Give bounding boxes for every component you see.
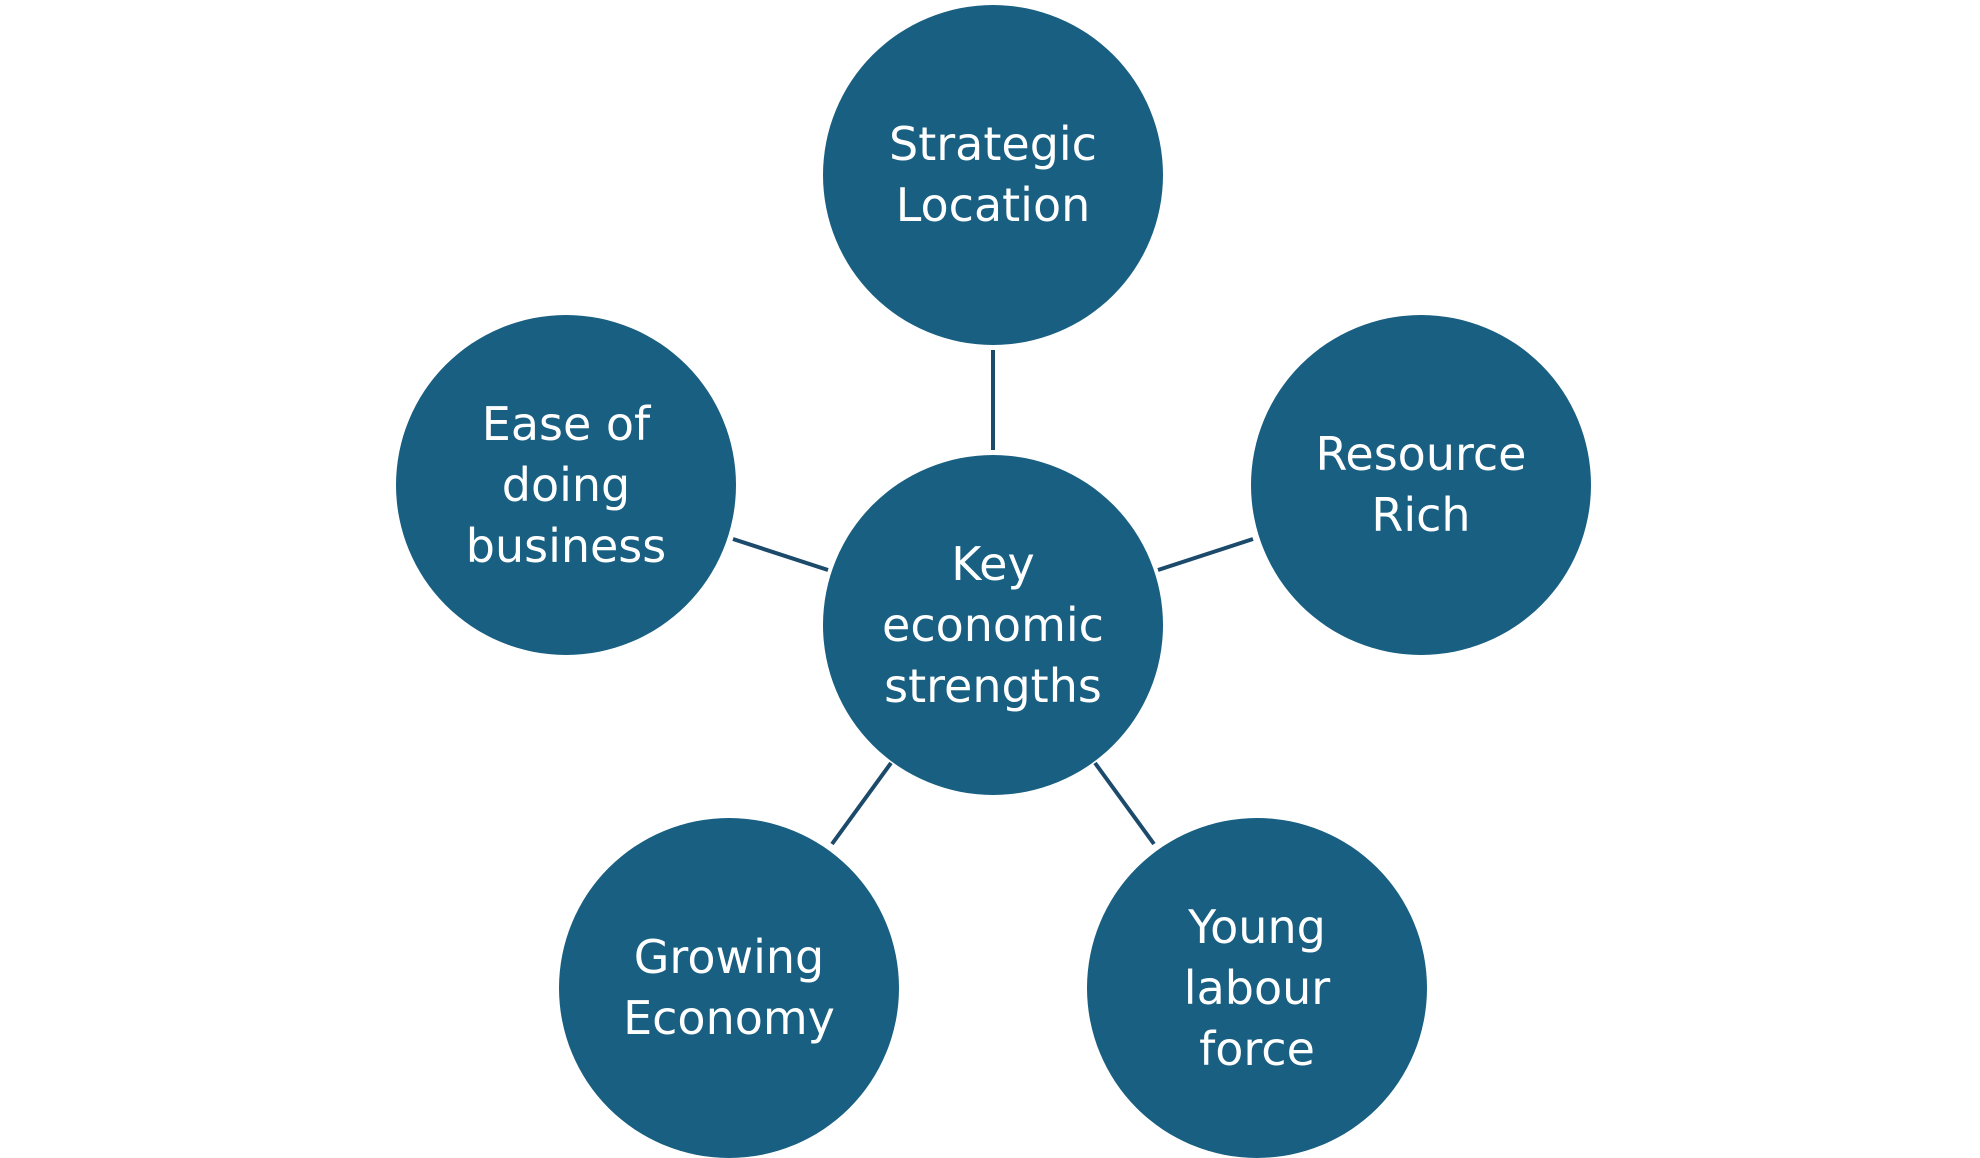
node-center-key-economic-strengths: Key economic strengths xyxy=(823,455,1163,795)
node-ease-of-doing-business: Ease of doing business xyxy=(396,315,736,655)
connector-young-labour-force xyxy=(1093,761,1156,846)
node-label-line: Rich xyxy=(1371,488,1471,542)
node-label-line: doing xyxy=(501,457,631,512)
node-growing-economy: Growing Economy xyxy=(559,818,899,1158)
connector-ease-of-doing-business xyxy=(732,537,829,572)
node-label-line: Ease of xyxy=(481,396,651,451)
node-resource-rich: Resource Rich xyxy=(1251,315,1591,655)
node-label: Young labour force xyxy=(1184,897,1330,1080)
node-strategic-location: Strategic Location xyxy=(823,5,1163,345)
node-label: Growing Economy xyxy=(623,927,835,1049)
node-label-line: Economy xyxy=(623,991,835,1045)
node-label-line: Young xyxy=(1188,899,1326,954)
node-label-line: Growing xyxy=(633,930,825,984)
node-label: Ease of doing business xyxy=(466,394,667,577)
node-label: Strategic Location xyxy=(889,114,1097,236)
node-young-labour-force: Young labour force xyxy=(1087,818,1427,1158)
node-label-line: strengths xyxy=(884,658,1102,713)
node-label-line: Strategic xyxy=(889,117,1097,171)
connector-growing-economy xyxy=(830,761,893,846)
node-label-line: Resource xyxy=(1315,427,1527,481)
node-label-line: Location xyxy=(895,178,1091,232)
node-label-line: labour xyxy=(1183,960,1331,1015)
node-label-line: force xyxy=(1199,1021,1315,1076)
node-label: Resource Rich xyxy=(1316,424,1527,546)
node-label-line: business xyxy=(465,518,667,573)
node-label: Key economic strengths xyxy=(882,534,1104,717)
node-label-line: economic xyxy=(882,597,1104,652)
node-label-line: Key xyxy=(951,536,1035,591)
connector-resource-rich xyxy=(1157,537,1254,572)
